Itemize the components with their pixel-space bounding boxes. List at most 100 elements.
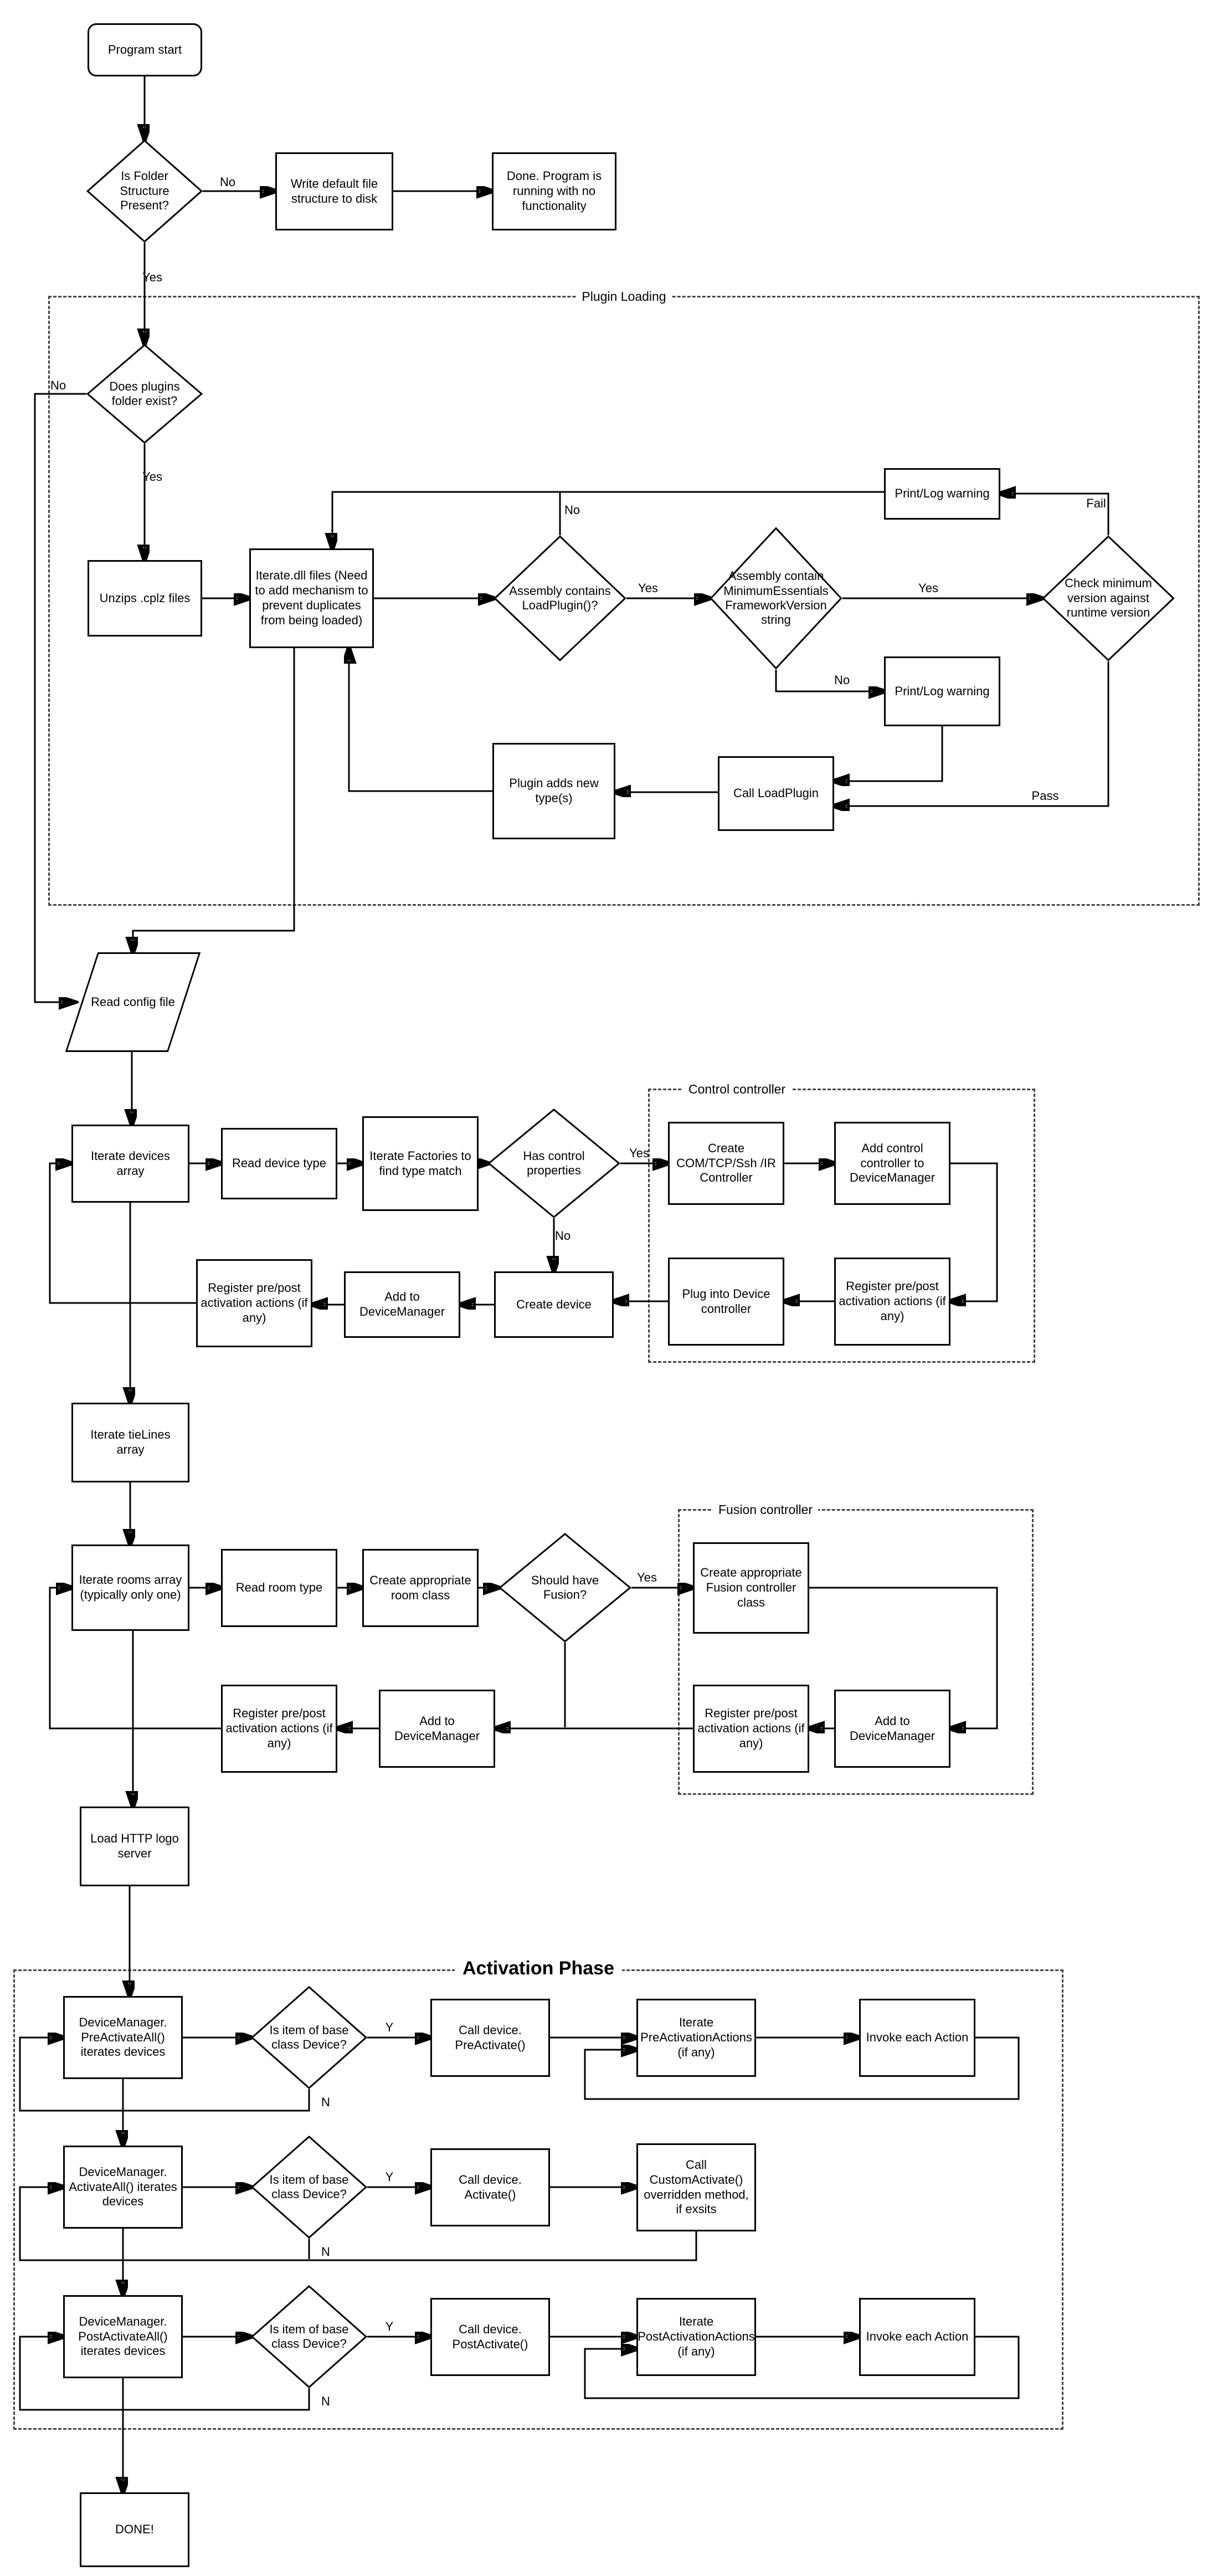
create-room-class-node: Create appropriate room class xyxy=(362,1549,479,1627)
plugin-adds-types-node: Plugin adds new type(s) xyxy=(492,743,615,839)
read-config-file-node: Read config file xyxy=(65,952,201,1052)
minimum-version-string-decision: Assembly contain MinimumEssentialsFramew… xyxy=(710,527,842,670)
invoke-each-action-pre-node: Invoke each Action xyxy=(859,1999,975,2077)
print-log-warning-mid-node: Print/Log warning xyxy=(884,656,1000,726)
iterate-rooms-node: Iterate rooms array (typically only one) xyxy=(71,1544,189,1631)
call-customactivate-node: Call CustomActivate() overridden method,… xyxy=(636,2143,756,2231)
is-base-class-device-decision-3-label: Is item of base class Device? xyxy=(269,2322,349,2351)
read-device-type-node: Read device type xyxy=(221,1128,337,1199)
register-activation-actions-room-node: Register pre/post activation actions (if… xyxy=(221,1685,337,1773)
branch-label-no-control: No xyxy=(554,1229,571,1243)
diamond-shape xyxy=(251,2136,367,2239)
call-activate-node: Call device. Activate() xyxy=(430,2148,550,2226)
branch-label-yes-fusion: Yes xyxy=(637,1571,657,1584)
branch-label-no-loadplugin: No xyxy=(564,503,580,517)
create-com-controller-node: Create COM/TCP/Ssh /IR Controller xyxy=(668,1122,784,1205)
iterate-factories-node: Iterate Factories to find type match xyxy=(362,1116,479,1211)
call-preactivate-node: Call device. PreActivate() xyxy=(430,1999,550,2077)
program-start-node: Program start xyxy=(88,23,202,76)
done-node: DONE! xyxy=(80,2492,189,2567)
activation-phase-title: Activation Phase xyxy=(455,1958,622,1979)
print-log-warning-top-node: Print/Log warning xyxy=(884,468,1000,520)
is-base-class-device-decision-3: Is item of base class Device? xyxy=(251,2285,367,2388)
branch-label-y-post: Y xyxy=(385,2320,394,2333)
branch-label-y-pre: Y xyxy=(385,2020,394,2034)
check-minimum-version-decision-label: Check minimum version against runtime ve… xyxy=(1065,576,1152,620)
should-have-fusion-decision-label: Should have Fusion? xyxy=(531,1573,599,1602)
branch-label-n-pre: N xyxy=(321,2095,330,2109)
branch-label-fail: Fail xyxy=(1086,496,1106,510)
plugins-folder-decision: Does plugins folder exist? xyxy=(86,344,203,444)
branch-label-yes-control: Yes xyxy=(629,1146,649,1160)
has-control-properties-decision-label: Has control properties xyxy=(523,1148,585,1177)
add-to-devicemanager-node: Add to DeviceManager xyxy=(344,1271,460,1338)
add-to-devicemanager-room-node: Add to DeviceManager xyxy=(379,1690,495,1768)
check-minimum-version-decision: Check minimum version against runtime ve… xyxy=(1042,535,1175,661)
preactivateall-node: DeviceManager. PreActivateAll() iterates… xyxy=(63,1996,183,2079)
write-default-structure-node: Write default file structure to disk xyxy=(275,152,393,230)
fusion-controller-group-label: Fusion controller xyxy=(713,1502,819,1517)
branch-label-yes-plugins: Yes xyxy=(142,470,162,484)
diamond-shape xyxy=(86,140,203,243)
loadplugin-decision-label: Assembly contains LoadPlugin()? xyxy=(509,583,611,612)
register-activation-actions-control-node: Register pre/post activation actions (if… xyxy=(834,1258,950,1346)
diamond-shape xyxy=(498,1533,631,1643)
diamond-shape xyxy=(86,344,203,444)
diamond-shape xyxy=(487,1109,620,1218)
register-activation-actions-device-node: Register pre/post activation actions (if… xyxy=(196,1259,312,1347)
branch-label-pass: Pass xyxy=(1031,789,1059,803)
diamond-shape xyxy=(494,535,626,661)
done-no-functionality-node: Done. Program is running with no functio… xyxy=(492,152,616,230)
diamond-shape xyxy=(251,1986,367,2089)
loadplugin-decision: Assembly contains LoadPlugin()? xyxy=(494,535,626,661)
control-controller-group-label: Control controller xyxy=(683,1082,792,1097)
iterate-preactivationactions-node: Iterate PreActivationActions (if any) xyxy=(636,1999,756,2077)
has-control-properties-decision: Has control properties xyxy=(487,1109,620,1218)
iterate-devices-array-node: Iterate devices array xyxy=(71,1125,189,1203)
plugin-loading-group-label: Plugin Loading xyxy=(576,289,672,304)
control-controller-group: Control controller xyxy=(648,1082,1035,1363)
add-control-controller-node: Add control controller to DeviceManager xyxy=(834,1122,950,1205)
iterate-dll-files-node: Iterate.dll files (Need to add mechanism… xyxy=(249,548,374,648)
branch-label-yes-minver: Yes xyxy=(918,581,938,595)
load-http-logo-server-node: Load HTTP logo server xyxy=(80,1807,189,1886)
read-config-file-label: Read config file xyxy=(91,995,175,1009)
create-fusion-controller-node: Create appropriate Fusion controller cla… xyxy=(693,1542,809,1634)
plug-into-device-controller-node: Plug into Device controller xyxy=(668,1258,784,1346)
diamond-shape xyxy=(251,2285,367,2388)
diamond-shape xyxy=(1042,535,1175,661)
branch-label-n-post: N xyxy=(321,2394,330,2408)
is-base-class-device-decision-1-label: Is item of base class Device? xyxy=(269,2023,349,2051)
branch-label-no-folder: No xyxy=(219,175,236,189)
plugins-folder-decision-label: Does plugins folder exist? xyxy=(109,379,180,408)
call-postactivate-node: Call device. PostActivate() xyxy=(430,2298,550,2376)
branch-label-yes-folder: Yes xyxy=(142,270,162,284)
unzip-cplz-node: Unzips .cplz files xyxy=(88,560,202,637)
is-base-class-device-decision-2-label: Is item of base class Device? xyxy=(269,2172,349,2201)
diamond-shape xyxy=(710,527,842,670)
postactivateall-node: DeviceManager. PostActivateAll() iterate… xyxy=(63,2295,183,2378)
add-to-devicemanager-fusion-node: Add to DeviceManager xyxy=(834,1690,950,1768)
create-device-node: Create device xyxy=(494,1271,614,1338)
plugin-loading-group: Plugin Loading xyxy=(48,289,1200,906)
fusion-controller-group: Fusion controller xyxy=(678,1502,1034,1795)
is-base-class-device-decision-1: Is item of base class Device? xyxy=(251,1986,367,2089)
is-base-class-device-decision-2: Is item of base class Device? xyxy=(251,2136,367,2239)
iterate-postactivationactions-node: Iterate PostActivationActions (if any) xyxy=(636,2298,756,2376)
register-activation-actions-fusion-node: Register pre/post activation actions (if… xyxy=(693,1685,809,1773)
should-have-fusion-decision: Should have Fusion? xyxy=(498,1533,631,1643)
folder-structure-decision: Is Folder Structure Present? xyxy=(86,140,203,243)
iterate-tielines-node: Iterate tieLines array xyxy=(71,1403,189,1482)
call-loadplugin-node: Call LoadPlugin xyxy=(718,756,834,831)
invoke-each-action-post-node: Invoke each Action xyxy=(859,2298,975,2376)
activation-phase-group: Activation Phase xyxy=(13,1958,1063,2430)
branch-label-no-plugins: No xyxy=(50,378,66,392)
read-room-type-node: Read room type xyxy=(221,1549,337,1627)
branch-label-n-act: N xyxy=(321,2245,330,2259)
branch-label-yes-loadplugin: Yes xyxy=(638,581,658,595)
activateall-node: DeviceManager. ActivateAll() iterates de… xyxy=(63,2146,183,2229)
branch-label-y-act: Y xyxy=(385,2170,394,2184)
branch-label-no-minver: No xyxy=(834,673,850,687)
